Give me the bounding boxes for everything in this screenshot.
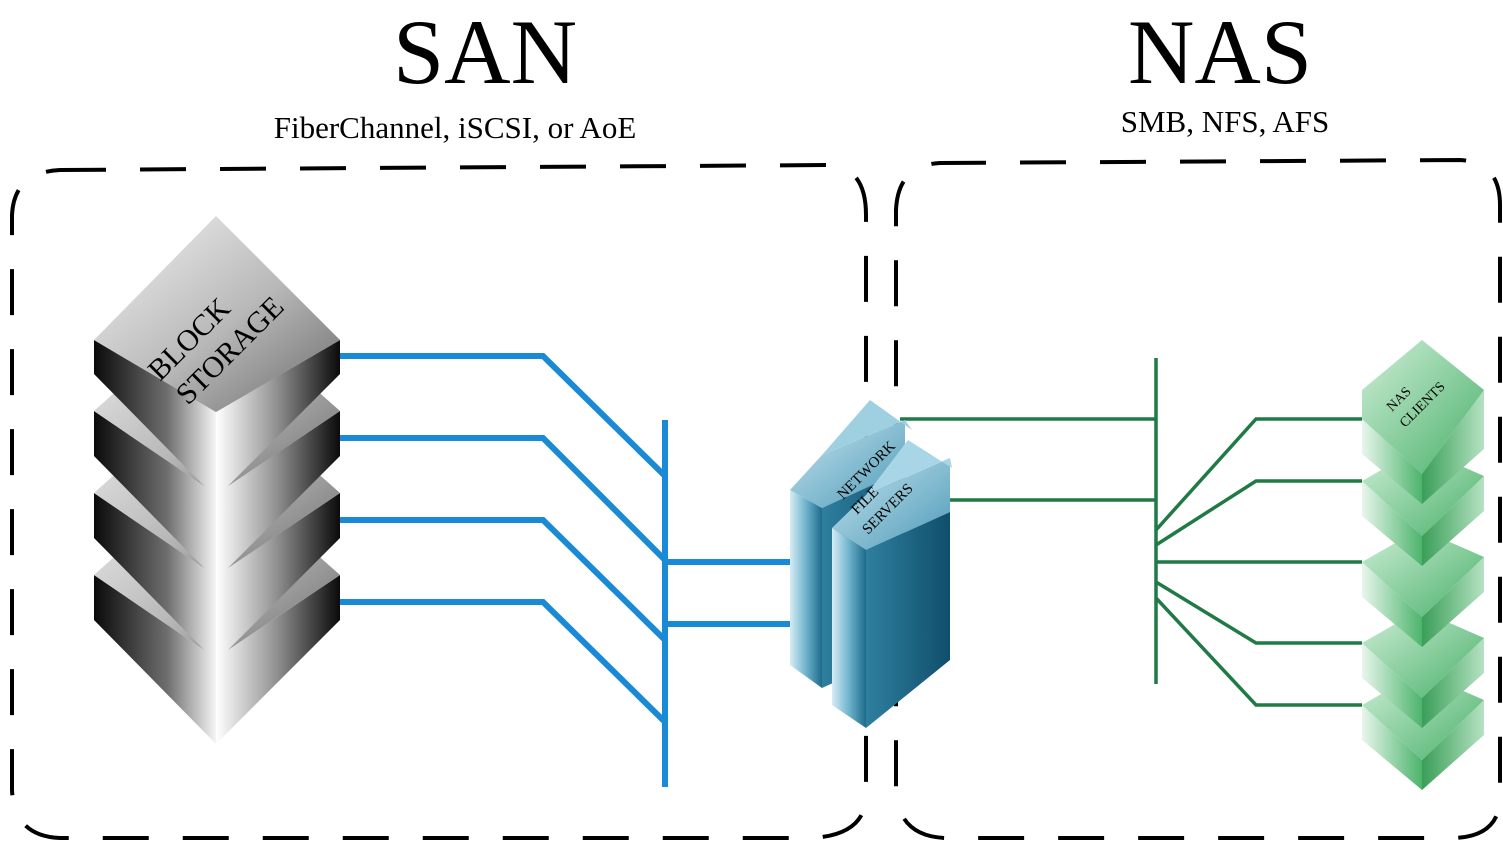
- nas-client-link-1: [1154, 417, 1362, 532]
- san-connections: [340, 353, 850, 787]
- nas-client-link-5: [1154, 596, 1362, 707]
- client-tile-3: [1362, 529, 1484, 647]
- client-tile-1: [1362, 340, 1484, 504]
- san-zone-outline: [10, 162, 868, 840]
- san-link-3: [340, 517, 668, 643]
- san-title: SAN: [392, 1, 578, 103]
- nas-subtitle: SMB, NFS, AFS: [1120, 104, 1330, 139]
- san-subtitle: FiberChannel, iSCSI, or AoE: [273, 110, 637, 145]
- storage-tile-1: [94, 216, 340, 498]
- san-link-2: [340, 435, 668, 563]
- nas-client-link-2: [1155, 479, 1362, 547]
- nas-title: NAS: [1127, 1, 1313, 103]
- block-storage-stack: BLOCK STORAGE: [94, 216, 340, 744]
- nas-zone-outline: [894, 157, 1502, 840]
- nas-clients-stack: NAS CLIENTS: [1362, 340, 1484, 790]
- client-tile-4: [1362, 610, 1484, 728]
- nas-connections: [900, 358, 1362, 707]
- network-file-servers: NETWORK FILE SERVERS: [790, 400, 952, 728]
- nas-client-link-4: [1155, 580, 1362, 645]
- san-link-1: [340, 353, 668, 479]
- file-server-front: [832, 440, 952, 728]
- san-link-4: [340, 599, 668, 725]
